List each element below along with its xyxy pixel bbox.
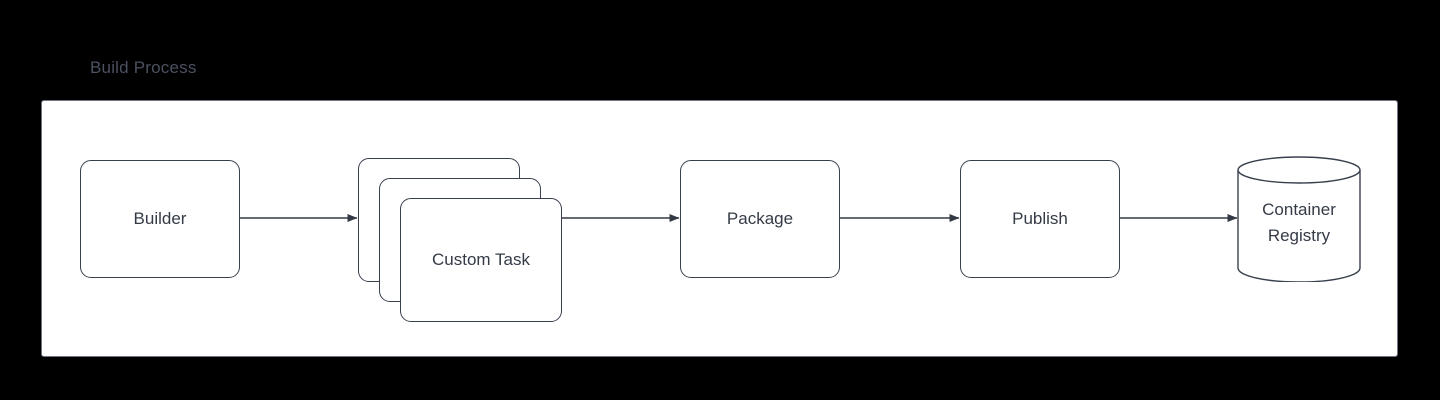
node-custom-task-label: Custom Task xyxy=(432,250,530,269)
database-cylinder-icon xyxy=(1237,156,1361,282)
node-publish-label: Publish xyxy=(1012,209,1068,228)
node-package[interactable]: Package xyxy=(680,160,840,278)
node-publish[interactable]: Publish xyxy=(960,160,1120,278)
node-custom-task[interactable]: Custom Task xyxy=(358,158,600,322)
custom-task-card-front[interactable]: Custom Task xyxy=(400,198,562,322)
node-container-registry[interactable]: Container Registry xyxy=(1237,156,1361,282)
container-registry-label-line2: Registry xyxy=(1267,226,1331,245)
node-builder-label: Builder xyxy=(133,209,187,228)
page-title: Build Process xyxy=(90,58,197,77)
container-registry-label-line1: Container xyxy=(1262,200,1336,219)
node-package-label: Package xyxy=(726,209,794,228)
node-container-registry-label: Container Registry xyxy=(1237,156,1361,282)
node-builder[interactable]: Builder xyxy=(80,160,240,278)
